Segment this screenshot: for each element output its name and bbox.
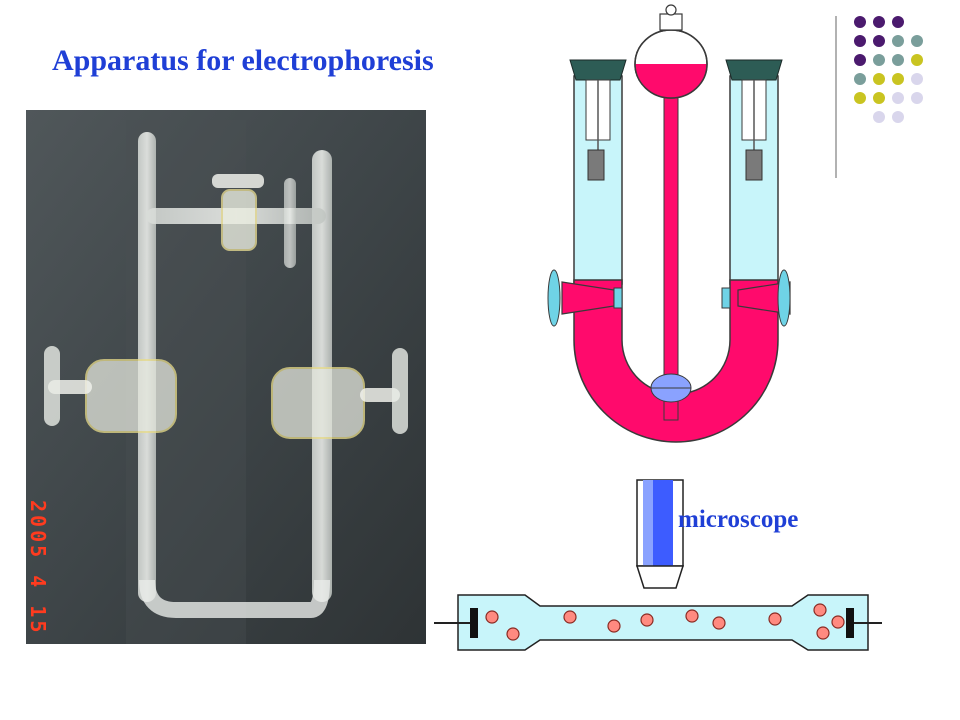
decorative-dot — [854, 92, 866, 104]
decorative-dot — [873, 54, 885, 66]
decorative-dot — [873, 111, 885, 123]
decorative-dot — [854, 73, 866, 85]
decorative-dot-pattern — [835, 16, 923, 178]
decorative-dot — [911, 54, 923, 66]
u-tube-diagram — [547, 4, 791, 443]
microscope-label: microscope — [678, 506, 799, 533]
decorative-dot — [854, 16, 866, 28]
decorative-dot — [854, 35, 866, 47]
decorative-dot — [873, 16, 885, 28]
microscope-cell-diagram — [434, 479, 882, 651]
photo-date-stamp: 2005 4 15 — [26, 500, 50, 636]
slide-title: Apparatus for electrophoresis — [52, 44, 434, 77]
decorative-dot — [911, 35, 923, 47]
decorative-dot — [892, 92, 904, 104]
decorative-dot — [873, 35, 885, 47]
decorative-dot — [854, 54, 866, 66]
apparatus-photo — [26, 110, 426, 644]
decorative-dot — [892, 54, 904, 66]
decorative-dot — [892, 73, 904, 85]
decorative-dot — [911, 73, 923, 85]
decorative-dot — [892, 111, 904, 123]
decorative-dot — [892, 16, 904, 28]
decorative-dot — [873, 92, 885, 104]
decorative-dot — [892, 35, 904, 47]
decorative-dot — [873, 73, 885, 85]
decorative-dot — [911, 92, 923, 104]
